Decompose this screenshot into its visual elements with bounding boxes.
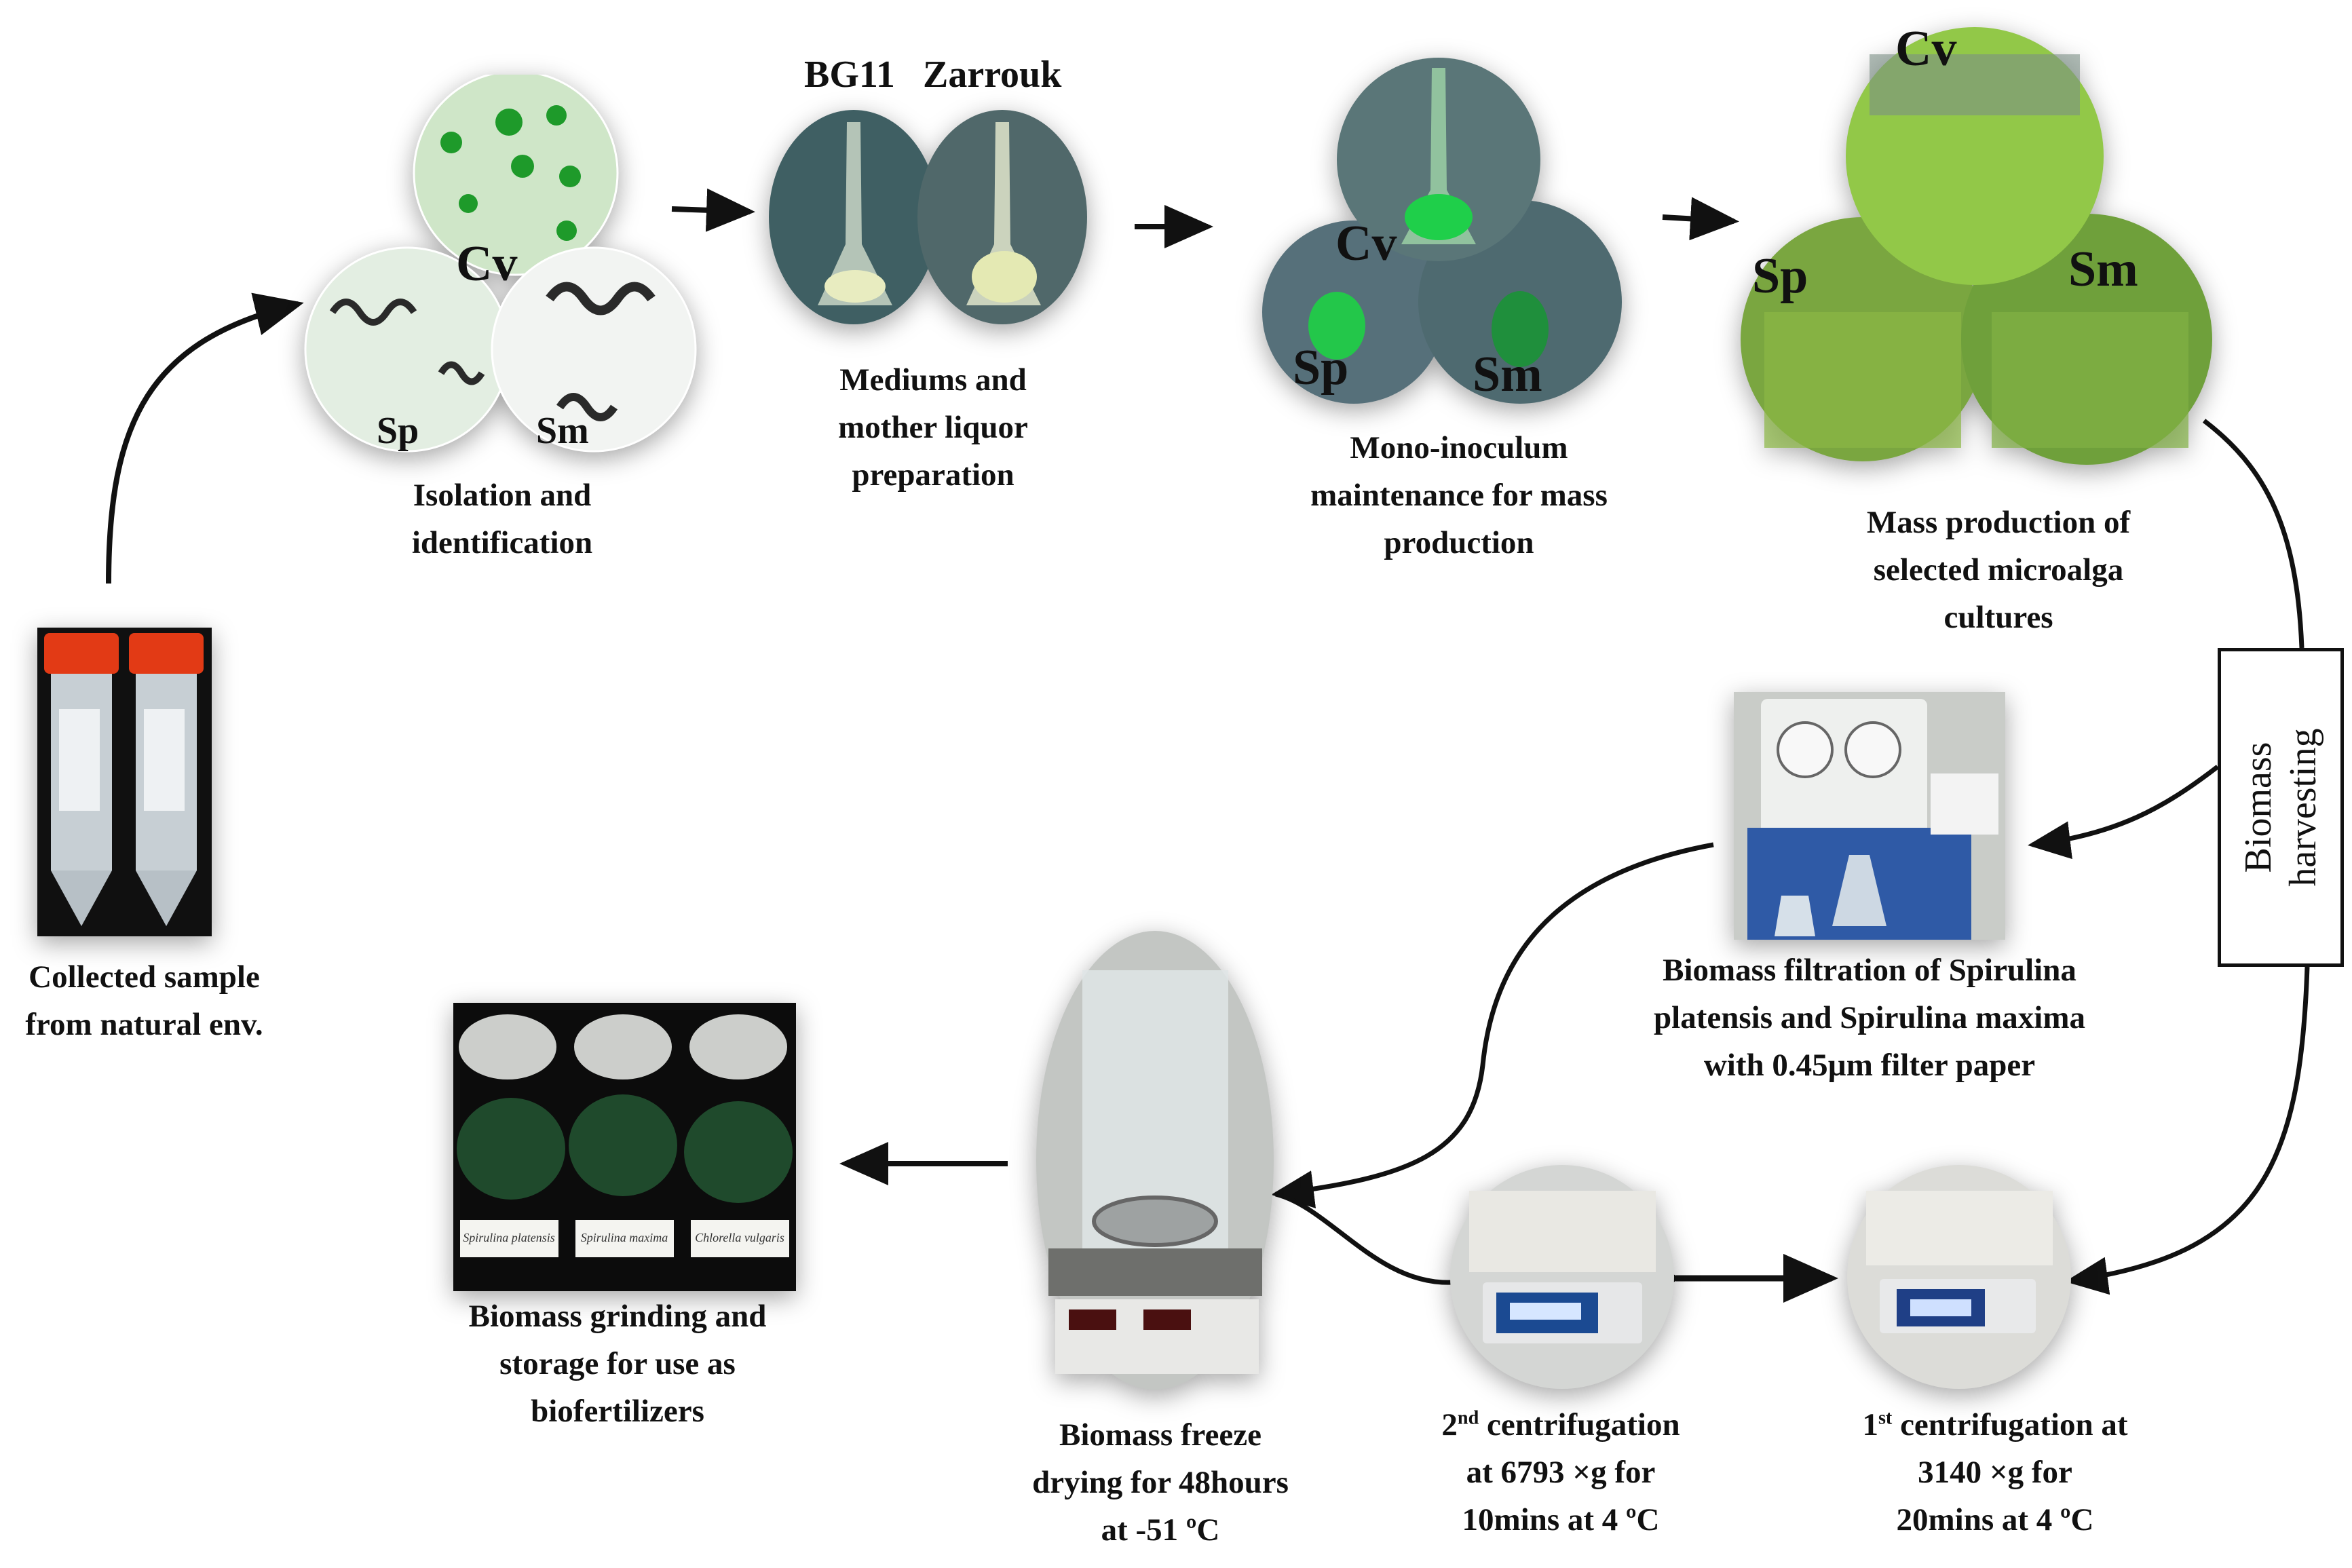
harvesting-line-1: Biomass: [2237, 742, 2279, 873]
species-sm-mass: Sm: [2068, 242, 2138, 297]
mass-production-cultures-image: [1741, 27, 2212, 465]
petri-label-3: Chlorella vulgaris: [695, 1231, 784, 1244]
centrifuge-2-line-1: 2nd centrifugation: [1441, 1407, 1680, 1442]
medium-bg11-label: BG11: [804, 54, 895, 96]
arrow-harvesting-to-filtration: [2028, 765, 2220, 860]
species-cv-mono: Cv: [1335, 216, 1397, 271]
arrow-sample-to-isolation: [106, 292, 304, 584]
tube-right: [129, 633, 204, 926]
mediums-flasks-image: [769, 110, 1087, 324]
medium-zarrouk-label: Zarrouk: [923, 54, 1062, 96]
filtration-apparatus-image: [1734, 692, 2005, 940]
species-sp-isolation: Sp: [377, 410, 419, 452]
centrifuge-1-line-1: 1st centrifugation at: [1862, 1407, 2128, 1442]
freeze-dryer-image: [1036, 931, 1274, 1390]
species-sm-mono: Sm: [1473, 347, 1542, 402]
harvesting-line-2: harvesting: [2282, 728, 2324, 887]
biomass-powder-petri-image: Spirulina platensis Spirulina maxima Chl…: [453, 1003, 796, 1291]
mono-inoculum-flasks-image: [1262, 58, 1622, 404]
arrow-centrifuge2-to-freeze: [1275, 1191, 1453, 1285]
species-cv-mass: Cv: [1895, 21, 1957, 77]
tube-left: [44, 633, 119, 926]
arrow-mass-to-harvesting: [2202, 419, 2304, 649]
arrow-harvesting-to-centrifuge1: [2065, 966, 2310, 1295]
centrifuge-2-image: [1450, 1165, 1674, 1389]
species-cv-isolation: Cv: [456, 236, 518, 292]
arrow-filtration-to-freeze: [1271, 842, 1714, 1208]
arrow-mono-to-mass: [1662, 197, 1739, 241]
species-sp-mono: Sp: [1293, 340, 1349, 396]
species-sp-mass: Sp: [1752, 248, 1808, 304]
biomass-harvesting-box: Biomass harvesting: [2218, 648, 2344, 967]
species-sm-isolation: Sm: [536, 410, 589, 452]
isolation-micrograph-image: [304, 75, 697, 453]
arrow-isolation-to-mediums: [671, 188, 755, 232]
petri-label-1: Spirulina platensis: [463, 1231, 555, 1244]
centrifuge-1-image: [1847, 1165, 2071, 1389]
petri-label-2: Spirulina maxima: [581, 1231, 668, 1244]
sample-tubes-image: [37, 628, 212, 936]
